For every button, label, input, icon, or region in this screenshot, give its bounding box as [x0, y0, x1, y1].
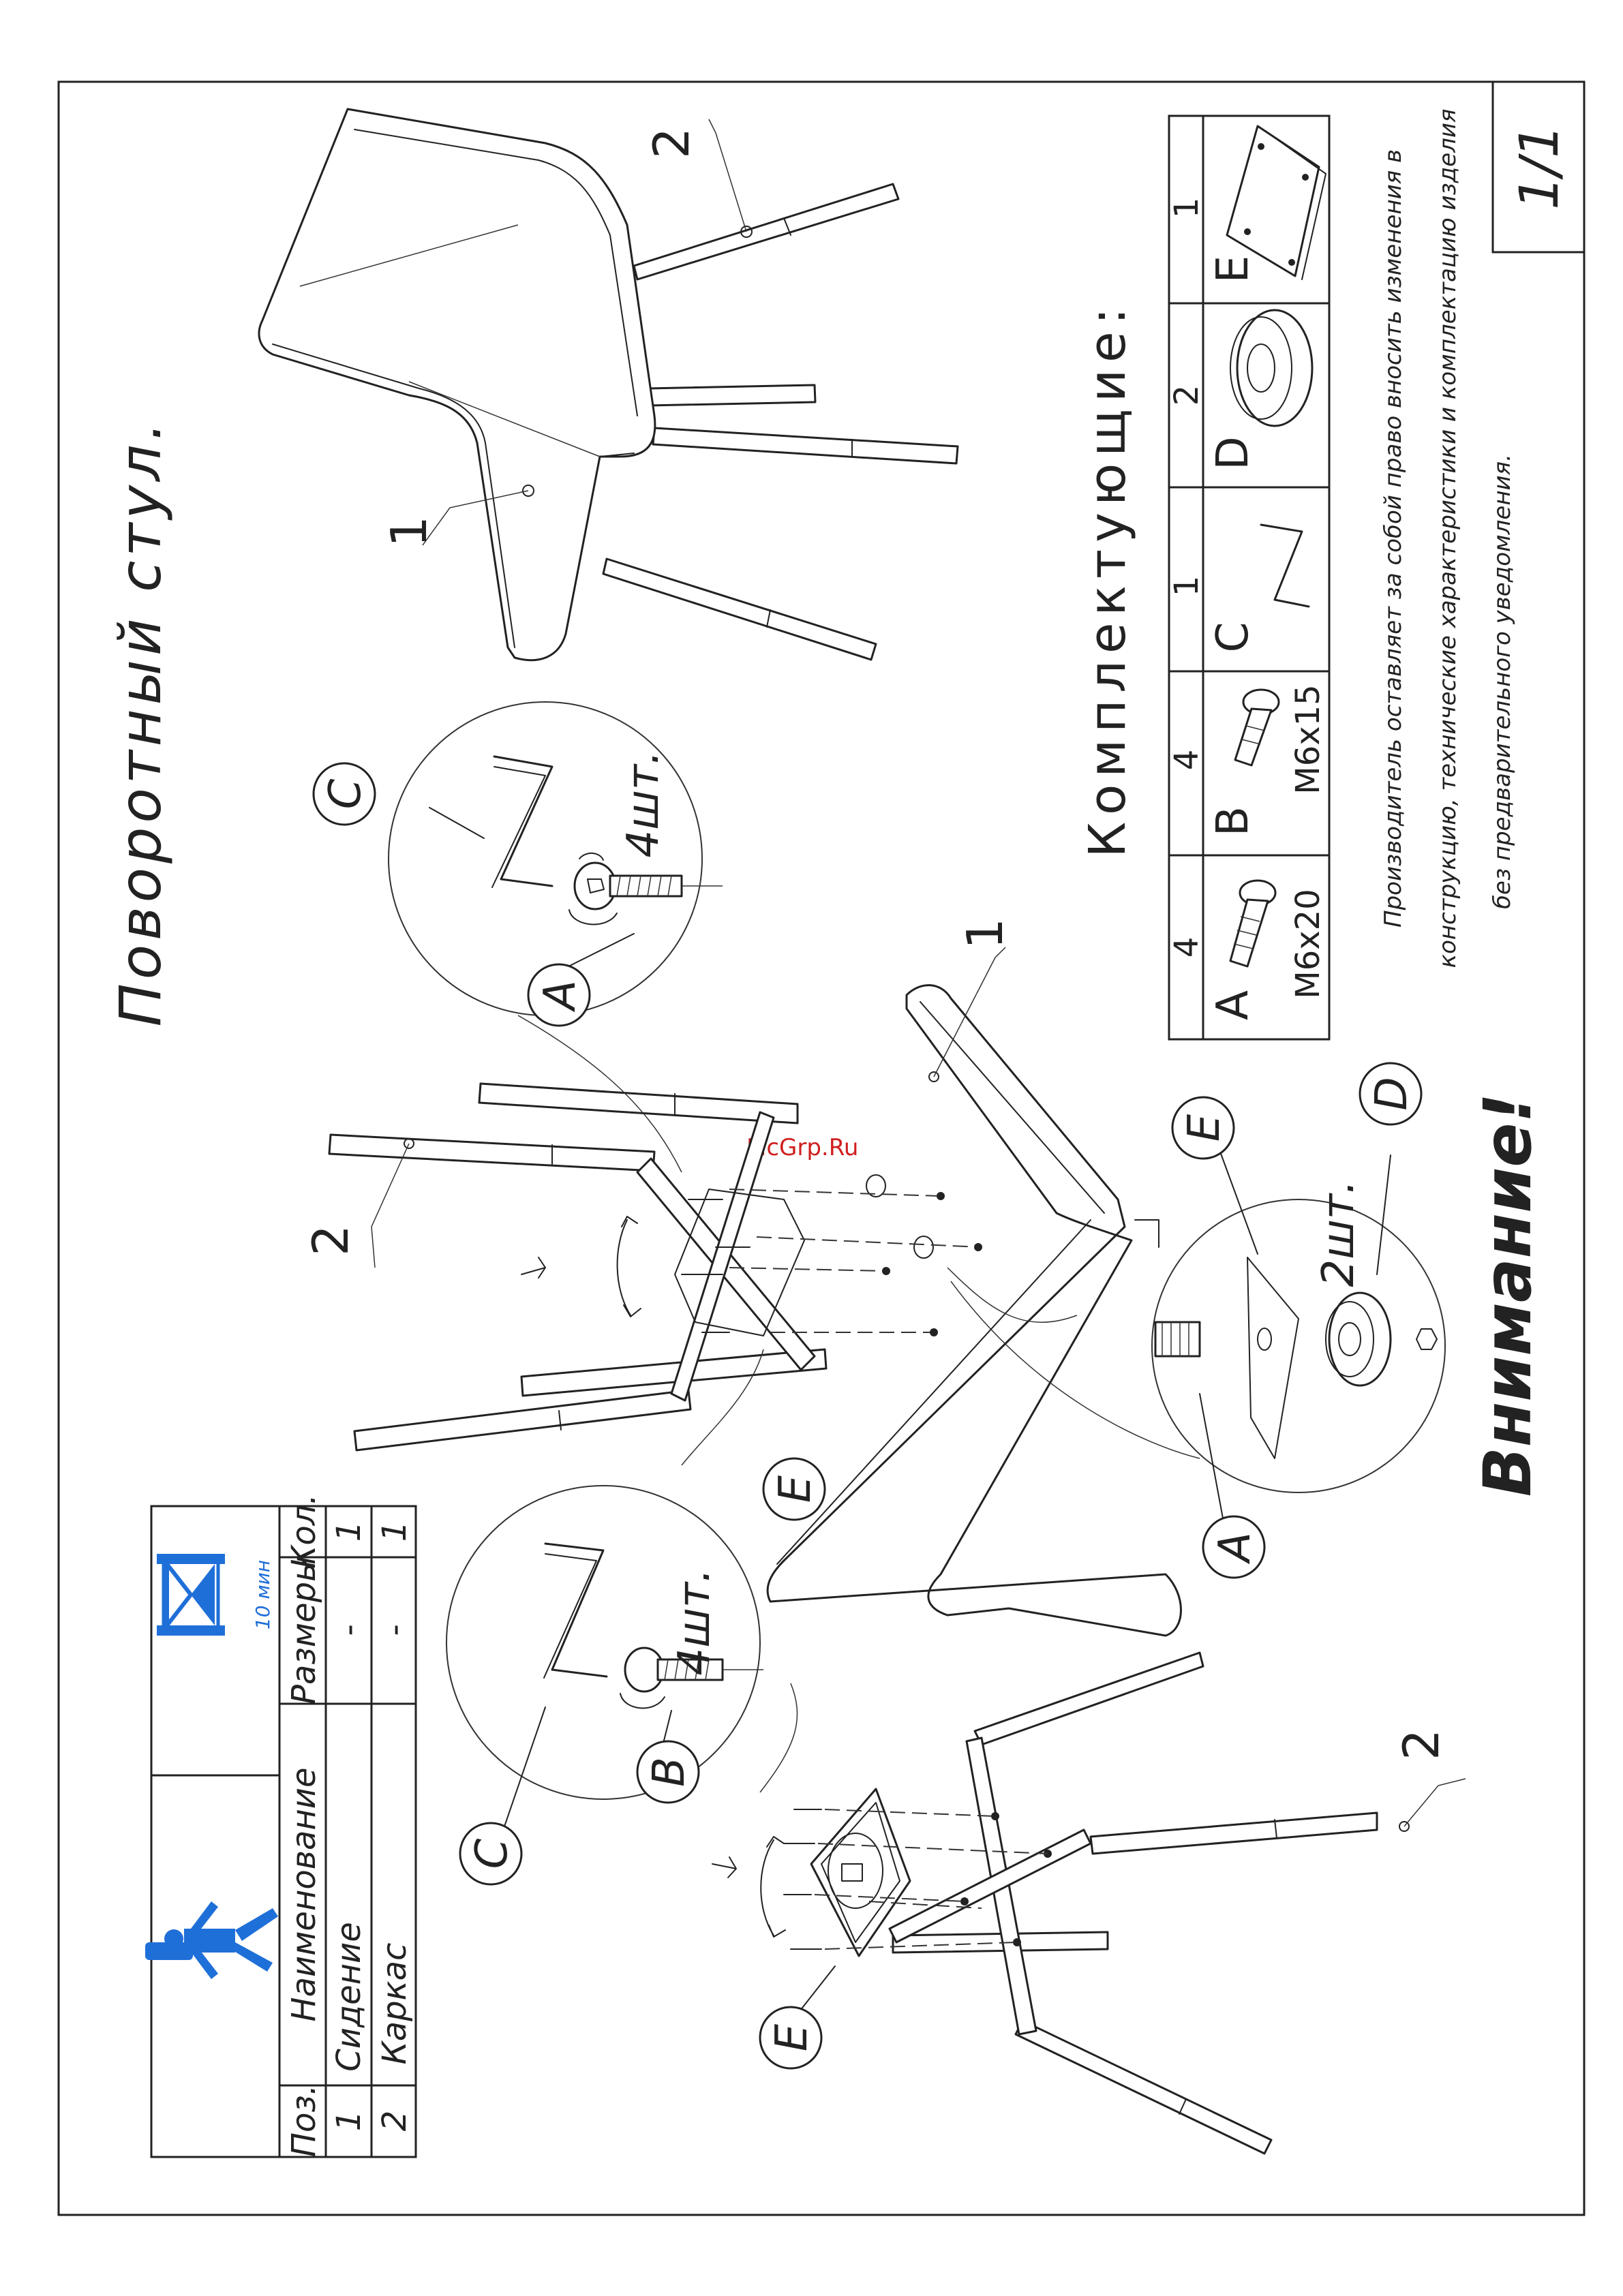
- parts-row1-name: Сидение: [330, 1922, 368, 2072]
- component-qty-b: 4: [1168, 750, 1206, 771]
- bolt-b-icon: [1234, 688, 1280, 767]
- parts-row1-qty: 1: [330, 1521, 368, 1542]
- component-letter-b: B: [1208, 806, 1258, 836]
- person-icon: [145, 1901, 278, 1979]
- components-table: A 4 M6x20 B 4 M6x15 C 1 D 2 E 1: [1168, 114, 1331, 1041]
- component-letter-d: D: [1208, 436, 1258, 470]
- parts-header-name: Наименование: [285, 1767, 323, 2021]
- callout-circle-e-right: [1171, 1096, 1235, 1160]
- frame-plate-assembly: [712, 1651, 1466, 2155]
- callout-frame-bottom: 2: [1393, 1729, 1450, 1760]
- callout-frame-mid: 2: [302, 1225, 359, 1256]
- component-size-a: M6x20: [1289, 889, 1327, 998]
- parts-row2-pos: 2: [376, 2111, 414, 2132]
- disclaimer-line-3: без предварительного уведомления.: [1489, 454, 1516, 909]
- disclaimer: Производитель оставляет за собой право в…: [1380, 109, 1516, 968]
- parts-table: Поз. Наименование Размеры Кол. 1 Сидение…: [145, 1494, 417, 2158]
- component-qty-a: 4: [1168, 937, 1206, 958]
- component-qty-d: 2: [1168, 385, 1206, 406]
- mounting-plate-icon: [1226, 125, 1326, 280]
- callout-b: B: [644, 1757, 695, 1787]
- component-letter-c: C: [1208, 622, 1258, 653]
- component-size-b: M6x15: [1289, 684, 1327, 794]
- callout-circle-b: [636, 1740, 700, 1804]
- callout-seat-mid: 1: [956, 918, 1014, 949]
- sheet-border: [57, 80, 1586, 2216]
- qty-label-right: 2шт.: [1314, 1180, 1364, 1287]
- callout-a-top: A: [535, 980, 586, 1013]
- component-qty-c: 1: [1168, 576, 1206, 597]
- parts-row2-size: -: [376, 1624, 414, 1636]
- detail-circle-bolt-a: [388, 701, 723, 1016]
- page-number-box: 1/1: [1491, 80, 1586, 254]
- components-title: Комплектующие:: [1078, 301, 1137, 858]
- callout-circle-d: [1359, 1062, 1423, 1126]
- callout-circle-c-bottom: [459, 1822, 523, 1886]
- component-letter-a: A: [1208, 990, 1258, 1020]
- qty-label-bottom: 4шт.: [669, 1569, 720, 1676]
- warning-label: Внимание!: [1470, 1093, 1546, 1497]
- hourglass-icon: [157, 1554, 225, 1636]
- bolt-a-icon: [1229, 879, 1277, 968]
- page-title: Поворотный стул.: [107, 418, 174, 1027]
- page-number: 1/1: [1509, 124, 1571, 210]
- callout-d: D: [1367, 1077, 1417, 1110]
- callout-c-top: C: [320, 778, 371, 809]
- callout-a-right: A: [1210, 1532, 1260, 1565]
- callout-e-mid: E: [770, 1475, 821, 1503]
- frame-on-seat-assembly: [328, 947, 1200, 1637]
- parts-row2-qty: 1: [376, 1521, 414, 1542]
- parts-header-qty: Кол.: [285, 1494, 323, 1568]
- parts-header-size: Размеры: [285, 1556, 323, 1704]
- parts-row1-size: -: [330, 1624, 368, 1636]
- component-letter-e: E: [1208, 256, 1258, 283]
- callout-c-bottom: C: [467, 1838, 517, 1869]
- disclaimer-line-2: конструкцию, технические характеристики …: [1434, 109, 1461, 968]
- parts-row1-pos: 1: [330, 2111, 368, 2132]
- callout-seat-top: 1: [380, 516, 438, 547]
- detail-circle-washers: [1151, 1151, 1446, 1541]
- callout-e-right: E: [1179, 1114, 1230, 1142]
- callout-e-bottom: E: [767, 2023, 817, 2051]
- disclaimer-line-1: Производитель оставляет за собой право в…: [1380, 149, 1407, 928]
- parts-row2-name: Каркас: [376, 1943, 414, 2065]
- callout-circle-c-top: [312, 762, 376, 826]
- callout-circle-a-right: [1202, 1515, 1266, 1579]
- qty-label-top: 4шт.: [618, 751, 669, 858]
- hex-key-icon: [1260, 523, 1310, 608]
- callout-circle-a-top: [527, 963, 591, 1027]
- assembled-chair: [258, 108, 959, 662]
- callout-circle-e-bottom: [759, 2006, 823, 2070]
- callout-frame-top: 2: [643, 127, 700, 159]
- parts-header-pos: Поз.: [285, 2085, 323, 2157]
- callout-circle-e-mid: [762, 1457, 826, 1521]
- washer-icon: [1230, 309, 1314, 427]
- detail-circle-bolt-b: [446, 1485, 798, 1827]
- assembly-time: 10 мин: [252, 1560, 274, 1629]
- component-qty-e: 1: [1168, 198, 1206, 219]
